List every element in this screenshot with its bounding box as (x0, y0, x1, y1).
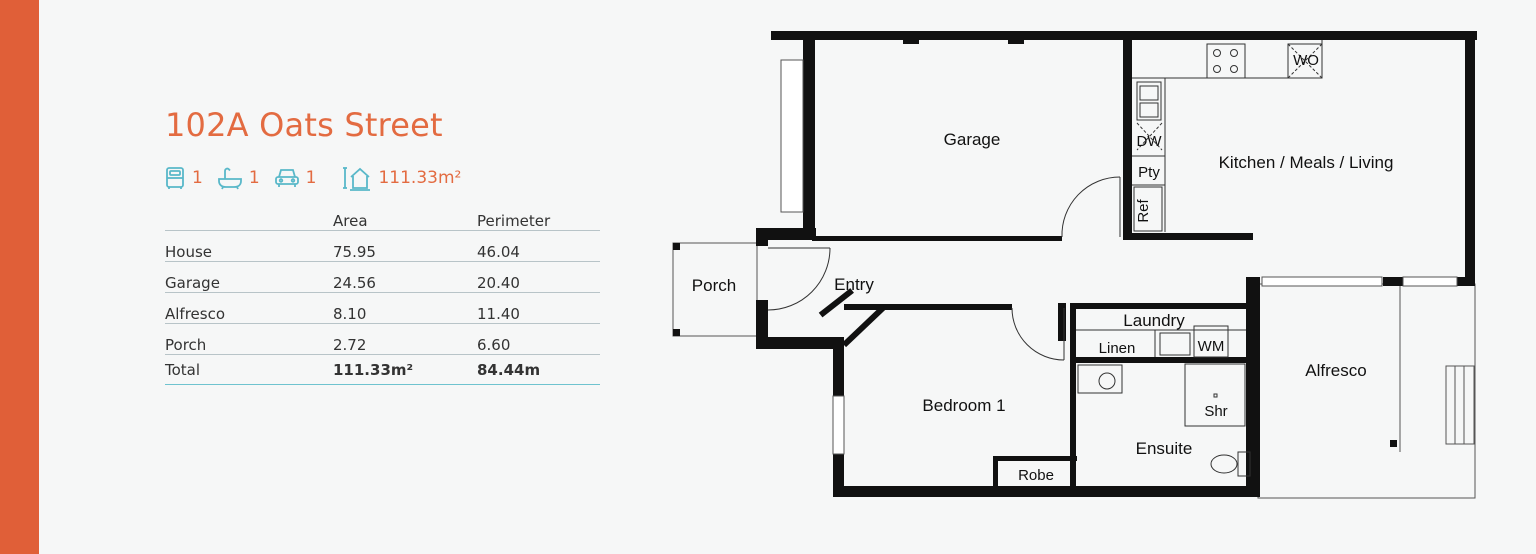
toilet-bowl (1210, 454, 1238, 474)
kitchen-sink (1136, 81, 1162, 121)
total-label: Total (165, 354, 333, 385)
brand-side-strip (0, 0, 39, 554)
car-spaces-count: 1 (305, 168, 317, 188)
listing-title: 102A Oats Street (165, 106, 443, 144)
fridge-space (1133, 186, 1163, 232)
row-area: 75.95 (333, 230, 477, 262)
internal-walls (812, 36, 1253, 488)
feature-summary: 1 1 1 111.33m² (164, 164, 475, 192)
fixture-label-dishwasher: DW (1137, 133, 1163, 150)
wet-area-fixtures (1076, 325, 1251, 477)
row-label: Porch (165, 323, 333, 355)
area-table-header-row: Area Perimeter (165, 205, 600, 231)
car-spaces-feature: 1 (274, 166, 317, 190)
cooktop (1206, 43, 1246, 79)
bedrooms-count: 1 (192, 168, 203, 188)
room-label-linen: Linen (1099, 340, 1136, 357)
fixture-label-washing-machine: WM (1198, 338, 1225, 355)
total-area: 111.33m² (333, 354, 477, 385)
table-row: Alfresco 8.10 11.40 (165, 292, 600, 324)
bedrooms-feature: 1 (164, 166, 203, 190)
porch-slab (672, 242, 758, 337)
windows (780, 59, 1458, 455)
area-table: Area Perimeter House 75.95 46.04 Garage … (165, 205, 600, 385)
bathrooms-feature: 1 (217, 166, 260, 190)
outdoor-bench (1445, 365, 1475, 445)
bathrooms-count: 1 (248, 168, 260, 188)
area-table-header-perimeter: Perimeter (477, 205, 600, 231)
room-label-kitchen: Kitchen / Meals / Living (1219, 153, 1394, 172)
row-label: House (165, 230, 333, 262)
doors (767, 176, 1121, 361)
table-row: Garage 24.56 20.40 (165, 261, 600, 293)
total-area-value: 111.33m² (378, 168, 462, 188)
room-label-robe: Robe (1018, 467, 1054, 484)
room-label-ensuite: Ensuite (1136, 439, 1193, 458)
row-label: Alfresco (165, 292, 333, 324)
fixture-label-wall-oven: WO (1293, 52, 1319, 69)
row-label: Garage (165, 261, 333, 293)
room-label-entry: Entry (834, 275, 874, 294)
row-perimeter: 20.40 (477, 261, 600, 293)
room-label-garage: Garage (944, 130, 1001, 149)
row-perimeter: 46.04 (477, 230, 600, 262)
row-perimeter: 11.40 (477, 292, 600, 324)
table-row: House 75.95 46.04 (165, 230, 600, 262)
floor-plan: Garage Kitchen / Meals / Living Porch En… (672, 31, 1477, 499)
room-label-laundry: Laundry (1123, 311, 1185, 330)
table-total-row: Total 111.33m² 84.44m (165, 354, 600, 385)
row-area: 24.56 (333, 261, 477, 293)
toilet-cistern (1237, 451, 1251, 477)
bed-icon (166, 167, 184, 189)
bath-icon (217, 167, 242, 190)
row-perimeter: 6.60 (477, 323, 600, 355)
fixture-label-fridge: Ref (1135, 198, 1152, 222)
vanity (1077, 364, 1123, 394)
porch-post (673, 329, 680, 336)
external-walls (756, 31, 1477, 497)
table-row: Porch 2.72 6.60 (165, 323, 600, 355)
row-area: 2.72 (333, 323, 477, 355)
room-label-porch: Porch (692, 276, 736, 295)
area-table-header-area: Area (333, 205, 477, 231)
alfresco-post (1390, 440, 1397, 447)
porch-post (673, 243, 680, 250)
wall-oven (1287, 43, 1323, 79)
kitchen-benches (1132, 40, 1323, 232)
shower-base (1184, 363, 1246, 427)
fixture-label-pantry: Pty (1138, 164, 1160, 181)
laundry-tub (1159, 332, 1191, 356)
alfresco-slab (1257, 283, 1476, 499)
washing-machine-box (1193, 325, 1229, 358)
house-area-icon (343, 167, 371, 191)
total-area-feature: 111.33m² (342, 165, 461, 191)
room-label-alfresco: Alfresco (1305, 361, 1366, 380)
car-icon (274, 169, 299, 187)
fixture-label-shower: Shr (1204, 403, 1227, 420)
room-label-bedroom: Bedroom 1 (922, 396, 1005, 415)
row-area: 8.10 (333, 292, 477, 324)
area-table-header-blank (165, 205, 333, 231)
total-perimeter: 84.44m (477, 354, 600, 385)
